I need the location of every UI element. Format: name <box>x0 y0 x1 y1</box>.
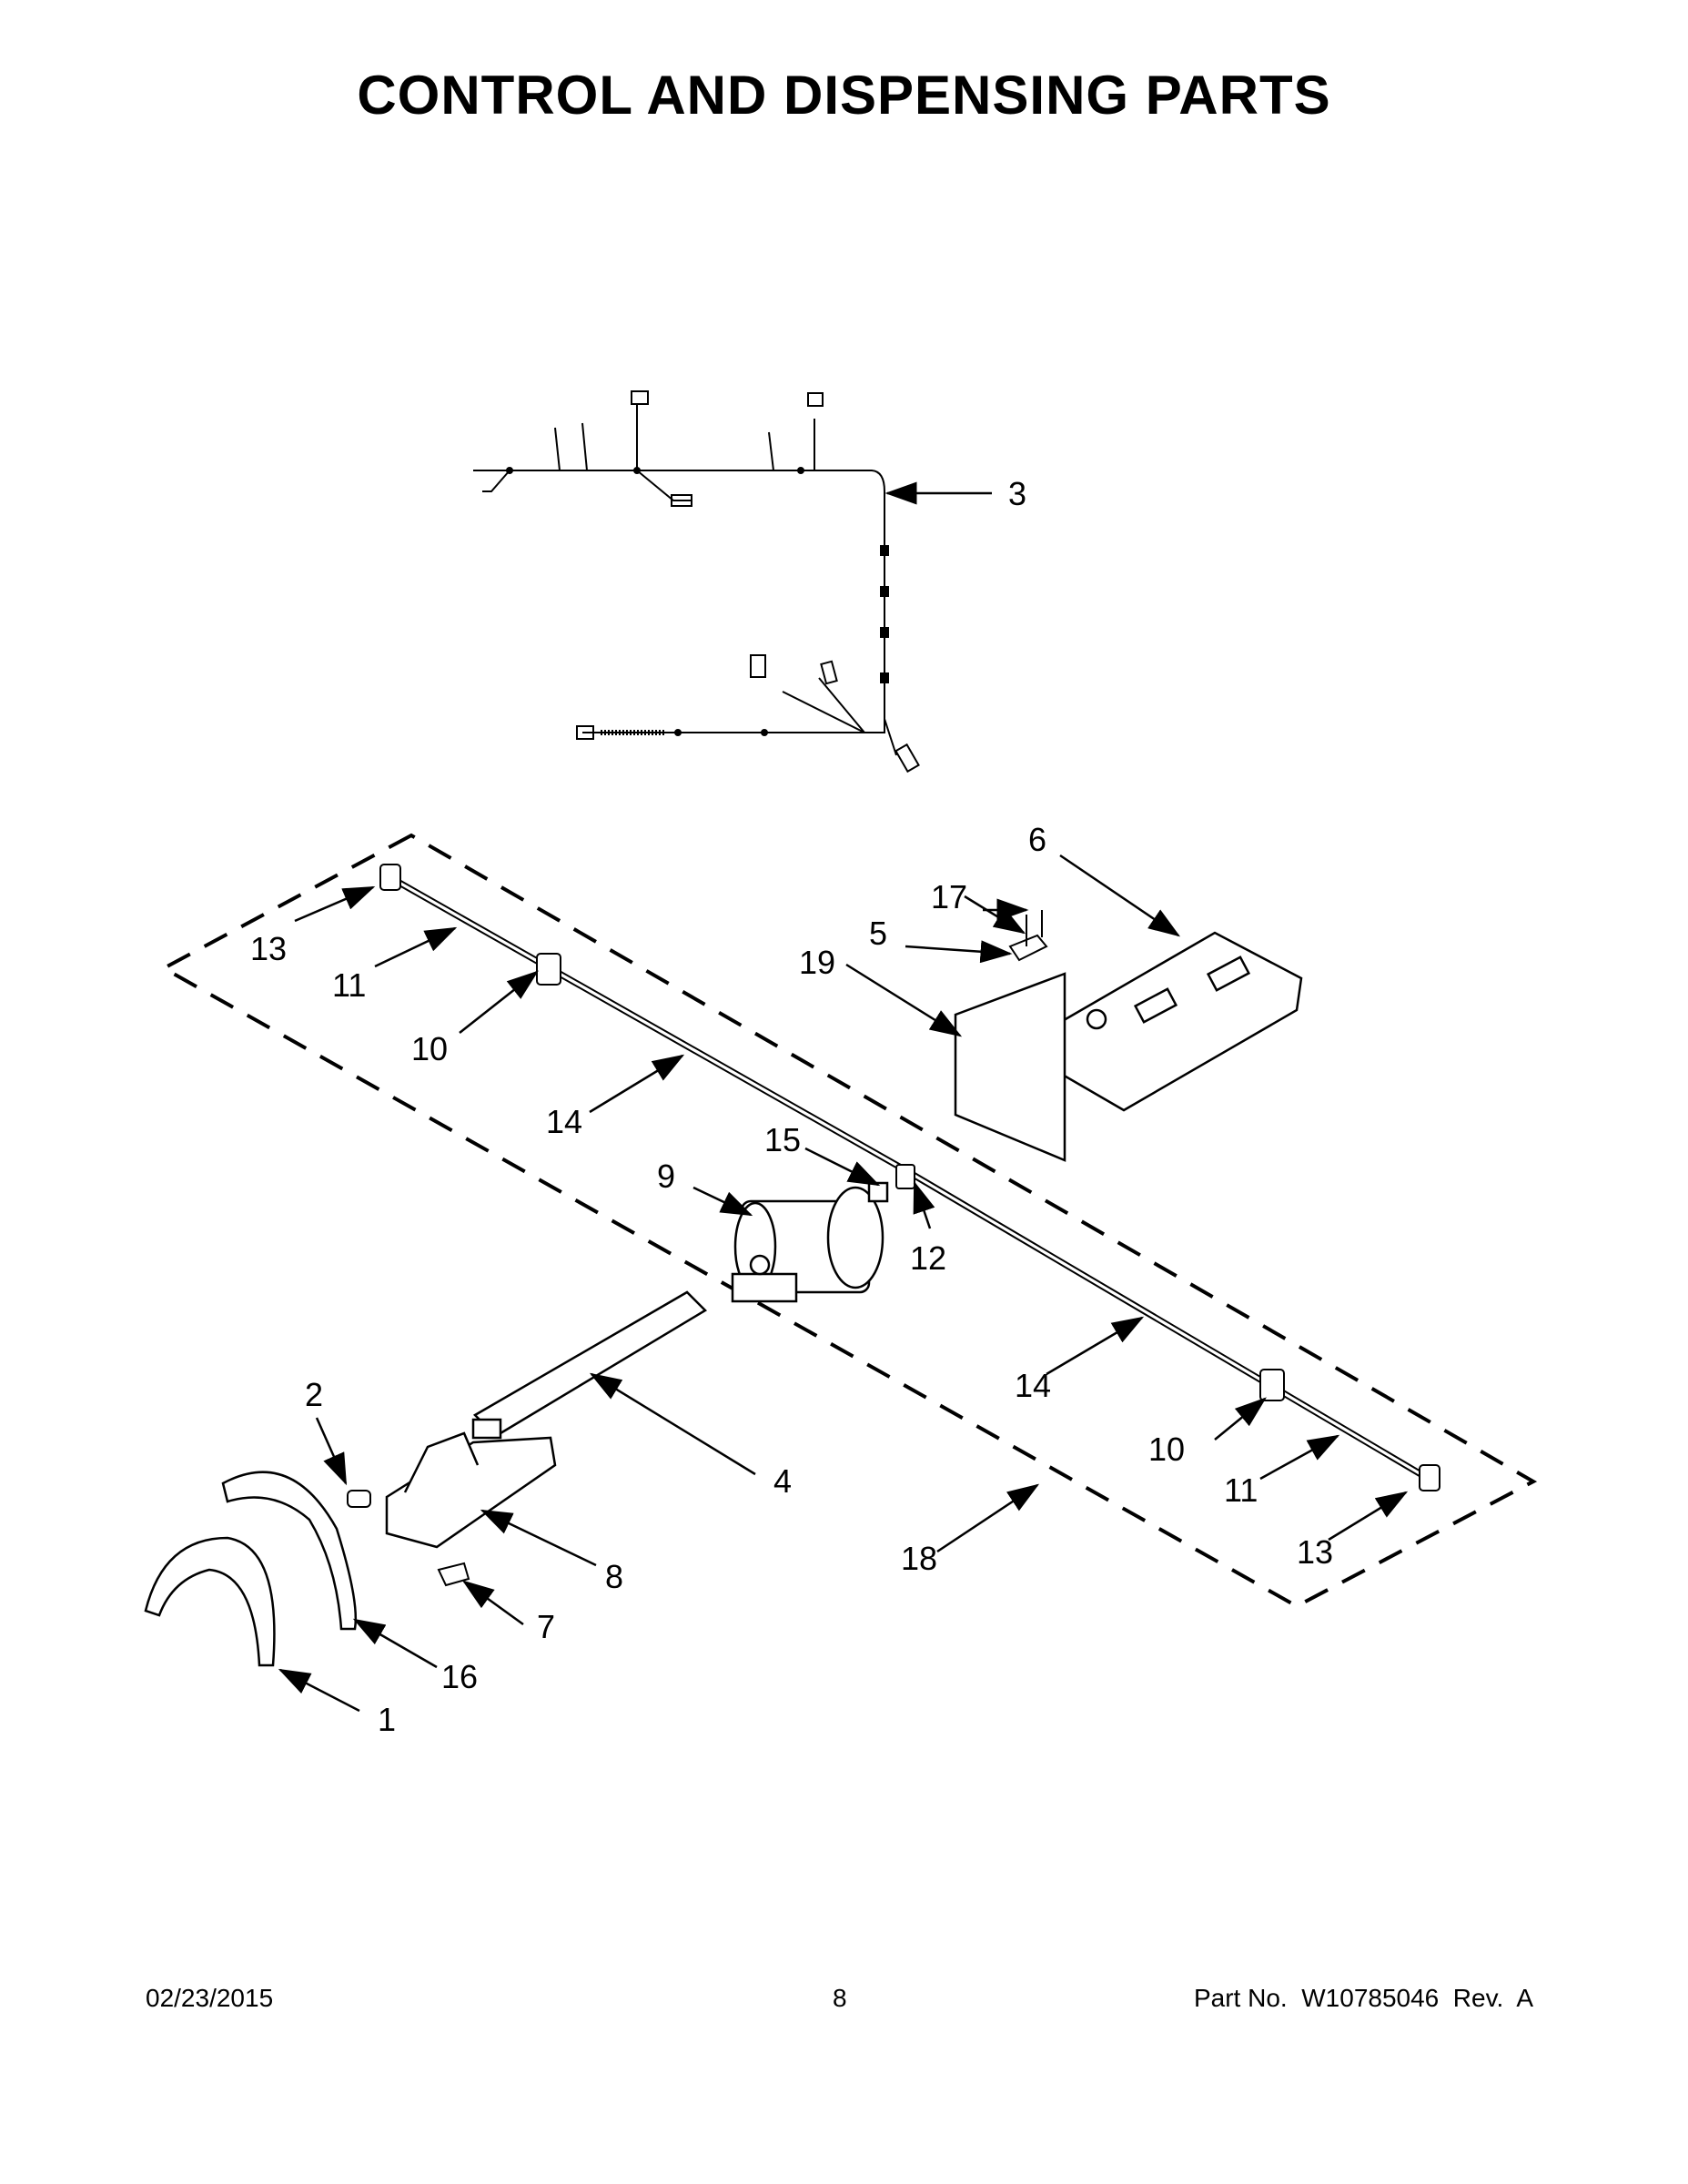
callout-11-left: 11 <box>332 966 366 1004</box>
callout-8: 8 <box>605 1558 623 1595</box>
callout-18: 19 <box>799 944 835 981</box>
dispenser-cover <box>144 1471 358 1667</box>
callout-3: 3 <box>1008 475 1026 512</box>
callout-10-left: 10 <box>411 1030 448 1067</box>
callout-16: 17 <box>931 878 967 915</box>
footer-page-number: 8 <box>833 1984 847 2012</box>
callout-15: 15 <box>764 1121 801 1158</box>
callout-11-right: 11 <box>1224 1471 1258 1509</box>
callout-10-right: 10 <box>1148 1431 1185 1468</box>
leader-arrows <box>278 481 1409 1713</box>
callout-labels: 3 6 17 5 19 13 11 10 14 15 9 12 14 10 11… <box>250 475 1333 1738</box>
bracket-and-screws <box>1008 910 1048 962</box>
callout-4: 4 <box>773 1462 792 1500</box>
callout-2: 2 <box>305 1376 323 1413</box>
callout-7: 7 <box>537 1608 555 1645</box>
callout-19: 16 <box>441 1658 478 1695</box>
page-title: CONTROL AND DISPENSING PARTS <box>357 65 1331 126</box>
dispenser-base <box>385 1418 557 1549</box>
callout-1: 1 <box>378 1701 396 1738</box>
control-board <box>1036 931 1303 1112</box>
callout-13-left: 13 <box>250 930 287 967</box>
callout-13-right: 13 <box>1297 1533 1333 1571</box>
callout-17: 18 <box>901 1540 937 1577</box>
clip <box>437 1562 470 1587</box>
board-shield <box>954 972 1066 1162</box>
callout-14-right: 14 <box>1015 1367 1051 1404</box>
tube-assembly-outline <box>159 833 1538 1609</box>
hose <box>472 1290 708 1438</box>
footer-part-number: Part No. W10785046 Rev. A <box>1193 1984 1533 2012</box>
footer-date: 02/23/2015 <box>146 1984 274 2012</box>
nozzle <box>347 1490 371 1508</box>
wire-harness <box>473 390 920 774</box>
callout-5: 5 <box>869 915 887 952</box>
callout-9: 9 <box>657 1158 675 1195</box>
callout-14-left: 14 <box>546 1103 582 1140</box>
pump-motor <box>731 1181 889 1303</box>
valve-fittings <box>379 864 1440 1491</box>
callout-6: 6 <box>1028 821 1046 858</box>
callout-12: 12 <box>910 1239 946 1277</box>
